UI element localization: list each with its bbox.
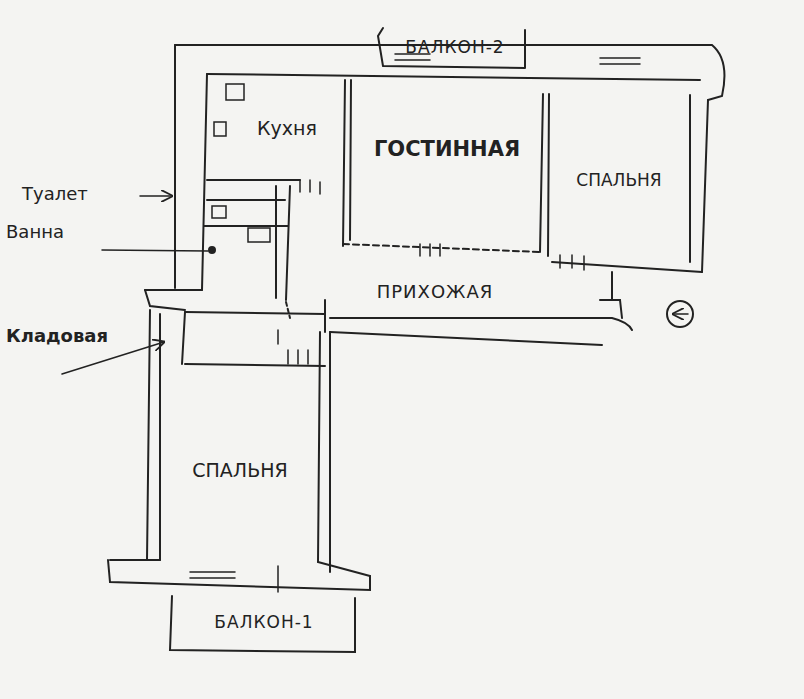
room-kitchen: Кухня	[232, 108, 342, 148]
wall	[174, 45, 176, 288]
wall	[145, 289, 202, 291]
balcony-label-box: БАЛКОН-1	[176, 600, 352, 644]
wall	[343, 244, 540, 252]
wall	[207, 199, 285, 201]
balcony-outline	[170, 596, 355, 652]
door-mark	[560, 255, 584, 270]
wall	[318, 332, 320, 562]
balcony-label-box: БАЛКОН-2	[388, 30, 522, 64]
drain-dot	[209, 247, 215, 253]
callout-label: Ванна	[6, 222, 64, 242]
wall	[702, 100, 708, 272]
room-hall: ПРИХОЖАЯ	[335, 272, 535, 312]
sink-symbol	[214, 122, 226, 136]
wall	[329, 332, 331, 572]
room-bedroom: СПАЛЬНЯ	[165, 450, 315, 490]
wall	[207, 179, 300, 181]
wall	[600, 272, 622, 318]
sink-symbol	[248, 228, 270, 242]
wall	[540, 94, 543, 252]
wall	[324, 300, 326, 332]
room-name: СПАЛЬНЯ	[576, 171, 661, 190]
door-mark	[420, 244, 440, 256]
room-name: БАЛКОН-2	[405, 38, 504, 57]
wall	[182, 312, 185, 364]
wall	[159, 314, 161, 560]
room-bedroom: СПАЛЬНЯ	[552, 160, 686, 200]
room-name: БАЛКОН-1	[214, 613, 313, 632]
door-mark	[300, 180, 320, 194]
wall	[275, 186, 277, 298]
wall	[202, 74, 207, 290]
wall	[108, 560, 370, 590]
window-mark	[600, 58, 640, 64]
entrance-marker	[667, 301, 693, 327]
stove-symbol	[226, 84, 244, 100]
wall	[330, 332, 602, 345]
wall	[286, 186, 290, 300]
wall	[350, 80, 351, 240]
wall	[286, 302, 290, 318]
wall	[110, 560, 370, 576]
entrance-arrow	[673, 313, 688, 315]
leader-line	[62, 342, 164, 374]
room-name: СПАЛЬНЯ	[192, 460, 287, 481]
callout-label: Туалет	[22, 184, 88, 204]
balcony-door	[277, 566, 279, 592]
room-name: ПРИХОЖАЯ	[377, 282, 494, 302]
leader-line	[102, 250, 208, 251]
wall	[207, 74, 700, 80]
wall	[145, 290, 185, 310]
window-mark	[190, 572, 235, 578]
room-living: ГОСТИННАЯ	[354, 128, 540, 172]
wall	[548, 94, 549, 256]
balcony-outline	[378, 28, 525, 68]
wall	[330, 318, 632, 330]
sink-symbol	[212, 206, 226, 218]
door-mark	[278, 330, 308, 364]
leader-line	[140, 195, 172, 197]
room-name: Кухня	[257, 118, 317, 139]
wall	[343, 80, 345, 246]
wall	[185, 364, 325, 366]
room-name: ГОСТИННАЯ	[374, 138, 520, 161]
callout-label: Кладовая	[6, 326, 108, 346]
wall	[689, 95, 691, 262]
wall	[185, 312, 325, 314]
wall	[552, 262, 702, 272]
